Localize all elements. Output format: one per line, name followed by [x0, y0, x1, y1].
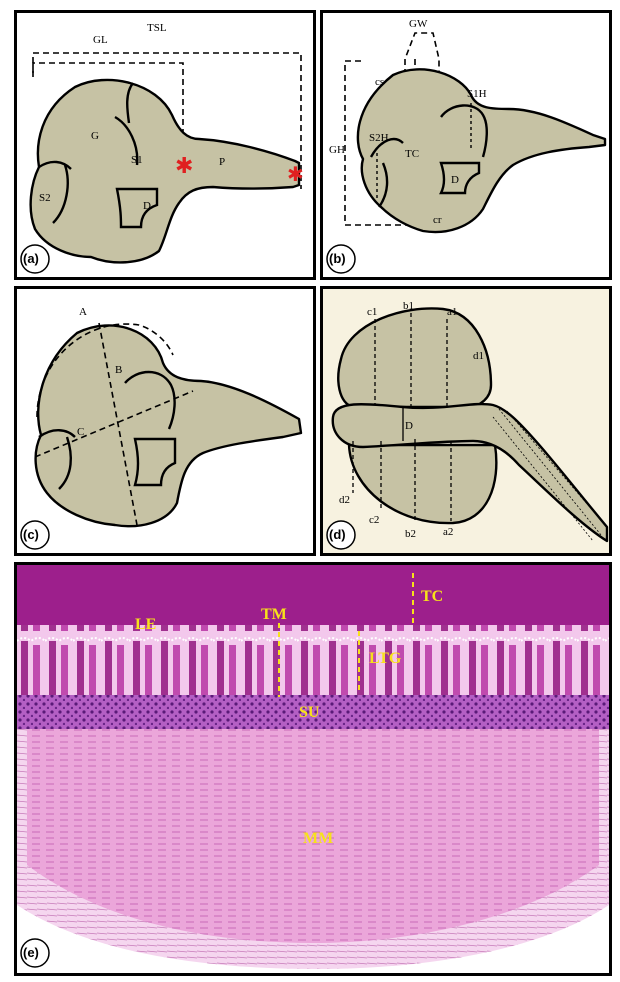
label-a2: a2: [443, 526, 453, 538]
label-s1h: S1H: [467, 88, 487, 100]
panel-e: TC LE TM LTG SU MM (e): [14, 562, 612, 976]
label-c1: c1: [367, 306, 377, 318]
label-d2: d2: [339, 494, 350, 506]
histology-section: TC LE TM LTG SU MM (e): [17, 565, 609, 973]
label-gh: GH: [329, 144, 345, 156]
label-s1: S1: [131, 154, 143, 166]
label-ltg: LTG: [369, 650, 402, 667]
panel-a-drawing: TSL GL G S1 S2 D P ✱ ✱ (a): [17, 13, 313, 277]
panel-d-drawing: c1 b1 a1 d1 D d2 c2 b2 a2 (d): [323, 289, 609, 553]
label-b: B: [115, 364, 122, 376]
label-tsl: TSL: [147, 22, 167, 34]
label-b2: b2: [405, 528, 416, 540]
duct-line: [499, 409, 601, 535]
panel-c-drawing: A B C (c): [17, 289, 313, 553]
gizzard-outline: [36, 325, 301, 526]
label-d: D: [451, 174, 459, 186]
label-le: LE: [135, 616, 156, 633]
gizzard-lower-lobe: [349, 445, 496, 523]
label-tc: TC: [421, 588, 443, 605]
label-su: SU: [299, 704, 320, 721]
panel-c: A B C (c): [14, 286, 316, 556]
label-d: D: [143, 200, 151, 212]
label-tm: TM: [261, 606, 287, 623]
panel-tag-d: (d): [329, 527, 346, 542]
panel-d: c1 b1 a1 d1 D d2 c2 b2 a2 (d): [320, 286, 612, 556]
gizzard-upper-lobe: [338, 308, 491, 407]
label-cr: cr: [433, 214, 442, 226]
label-b1: b1: [403, 300, 414, 312]
label-p: P: [219, 156, 225, 168]
label-d1: d1: [473, 350, 484, 362]
panel-b-drawing: GW cs S1H S2H GH TC D cr (b): [323, 13, 609, 277]
red-asterisk-marker: ✱: [287, 164, 304, 186]
panel-tag-e: (e): [23, 945, 39, 960]
panel-tag-b: (b): [329, 251, 346, 266]
label-a: A: [79, 306, 87, 318]
label-tc: TC: [405, 148, 419, 160]
label-s2h: S2H: [369, 132, 389, 144]
lumen: [17, 565, 609, 629]
label-mm: MM: [303, 830, 333, 847]
gland-layer: [17, 625, 609, 699]
red-asterisk-marker: ✱: [175, 153, 193, 178]
label-a1: a1: [447, 306, 457, 318]
panel-tag-c: (c): [23, 527, 39, 542]
gizzard-outline: [31, 80, 299, 262]
label-s2: S2: [39, 192, 51, 204]
label-gl: GL: [93, 34, 108, 46]
label-c: C: [77, 426, 84, 438]
label-cs: cs: [375, 76, 384, 88]
panel-a: TSL GL G S1 S2 D P ✱ ✱ (a): [14, 10, 316, 280]
label-c2: c2: [369, 514, 379, 526]
label-gw: GW: [409, 18, 428, 30]
label-g: G: [91, 130, 99, 142]
panel-tag-a: (a): [23, 251, 39, 266]
label-d: D: [405, 420, 413, 432]
panel-b: GW cs S1H S2H GH TC D cr (b): [320, 10, 612, 280]
